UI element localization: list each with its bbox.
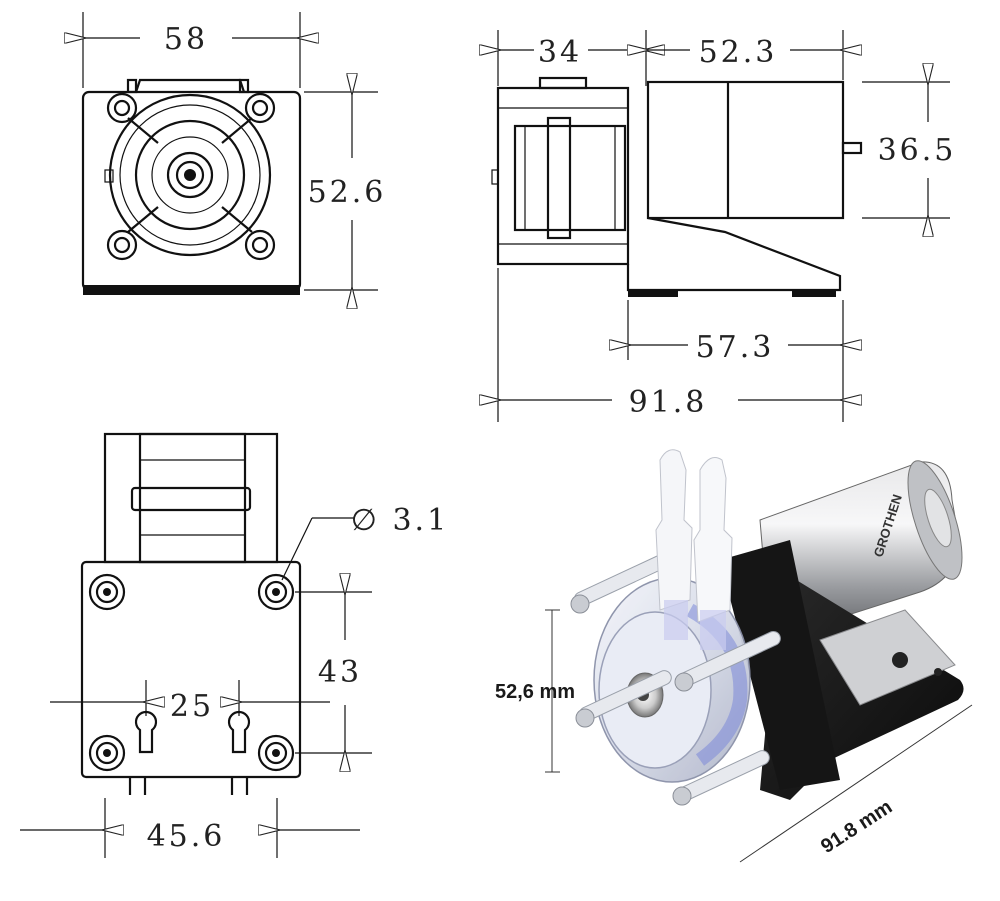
bottom-vertical-dimension: 43 <box>295 592 372 753</box>
front-view-body <box>81 78 302 295</box>
side-bracket-label: 57.3 <box>696 330 775 365</box>
front-view: 58 52.6 <box>81 12 387 295</box>
side-top-dimensions: 34 52.3 <box>498 30 843 86</box>
bottom-base-width-label: 45.6 <box>147 819 226 854</box>
side-motor-diameter-dimension: 36.5 <box>862 82 957 218</box>
keyhole-slots <box>134 710 251 754</box>
bottom-view: ∅ 3.1 43 25 45.6 <box>20 432 449 858</box>
side-pump-head-label: 34 <box>538 35 582 70</box>
photo-height-dimension: 52,6 mm <box>495 609 575 773</box>
photo-length-label: 91.8 mm <box>817 796 896 858</box>
side-motor-length-label: 52.3 <box>699 35 778 70</box>
pump-tubes <box>655 449 733 650</box>
bottom-slot-spacing-label: 25 <box>170 689 214 724</box>
bottom-bolt-circles <box>88 573 295 772</box>
bottom-slot-dimension: 25 <box>50 680 330 724</box>
side-total-length-label: 91.8 <box>629 385 708 420</box>
pump-rods <box>570 550 781 806</box>
front-width-label: 58 <box>164 22 208 57</box>
front-height-label: 52.6 <box>308 175 387 210</box>
bottom-hole-diameter-label: ∅ 3.1 <box>351 503 449 538</box>
side-view-body <box>491 76 863 297</box>
bottom-base-dimension: 45.6 <box>20 798 360 858</box>
bottom-hole-dimension: ∅ 3.1 <box>281 503 449 581</box>
front-height-dimension: 52.6 <box>304 92 387 290</box>
bottom-vertical-spacing-label: 43 <box>318 655 362 690</box>
bottom-view-body <box>80 432 302 795</box>
product-photo: GROTHEN <box>495 449 973 863</box>
pump-bracket <box>720 540 964 800</box>
side-motor-diameter-label: 36.5 <box>878 133 957 168</box>
front-bolt-circles <box>106 92 276 261</box>
side-bottom-dimensions: 57.3 91.8 <box>498 268 843 422</box>
front-width-dimension: 58 <box>83 12 300 88</box>
side-view: 34 52.3 36.5 57.3 91.8 <box>491 30 957 422</box>
photo-height-label: 52,6 mm <box>495 681 575 703</box>
